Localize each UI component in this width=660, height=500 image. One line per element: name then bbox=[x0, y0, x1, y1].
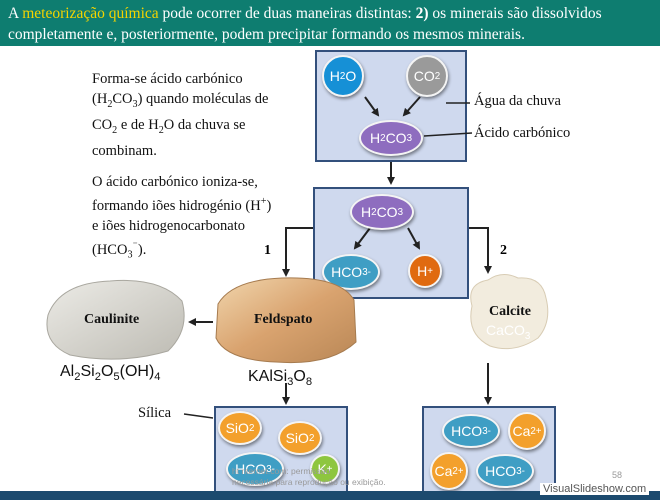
header-number: 2) bbox=[415, 5, 429, 22]
bubble-k-plus: K+ bbox=[310, 454, 340, 484]
arrow-h2co3-to-h bbox=[407, 227, 420, 250]
label-silica: Sílica bbox=[138, 405, 172, 421]
path-number-1: 1 bbox=[264, 243, 271, 258]
header-highlight: meteorização química bbox=[22, 5, 159, 22]
label-caco3: CaCO3 bbox=[486, 322, 531, 342]
label-caulinite: Caulinite bbox=[84, 312, 140, 327]
slide-header: A meteorização química pode ocorrer de d… bbox=[0, 0, 660, 46]
arrow-h2o-to-h2co3 bbox=[364, 96, 380, 117]
para1-line1: Forma-se ácido carbónico bbox=[92, 71, 243, 87]
header-lead: A bbox=[8, 5, 23, 22]
footer-bar bbox=[0, 491, 660, 500]
line-silica-label bbox=[183, 413, 214, 419]
paragraph-ionization: O ácido carbónico ioniza-se, formando iõ… bbox=[92, 172, 271, 266]
paragraph-carbonic-acid-formation: Forma-se ácido carbónico (H2CO3) quando … bbox=[92, 69, 268, 161]
para1-line2: (H2CO3) quando moléculas de bbox=[92, 91, 269, 110]
para2-line3: e iões hidrogenocarbonato bbox=[92, 217, 246, 234]
arrow-path-2 bbox=[469, 227, 492, 274]
label-feldspato: Feldspato bbox=[254, 312, 313, 327]
arrow-h2co3-to-hco3 bbox=[353, 227, 371, 250]
path-number-2: 2 bbox=[500, 243, 507, 258]
feldspato-rock-image bbox=[215, 277, 357, 364]
para2-line4: (HCO3⁻). bbox=[92, 239, 147, 261]
label-acido-carbonico: Ácido carbónico bbox=[474, 125, 571, 141]
para2-line2: formando iões hidrogénio (H+) bbox=[92, 196, 272, 214]
line-acido-label bbox=[423, 132, 473, 137]
para1-line4: combinam. bbox=[92, 142, 157, 159]
calcite-rock-image bbox=[470, 274, 549, 350]
caulinite-rock-image bbox=[46, 279, 185, 360]
arrow-path-1 bbox=[282, 227, 313, 277]
para2-line1: O ácido carbónico ioniza-se, bbox=[92, 174, 258, 190]
header-line1-rest: pode ocorrer de duas maneiras distintas: bbox=[158, 5, 416, 22]
arrow-co2-to-h2co3 bbox=[402, 96, 421, 117]
slide-number: 58 bbox=[612, 470, 623, 480]
para1-line3: CO2 e de H2O da chuva se bbox=[92, 116, 246, 136]
label-agua-da-chuva: Água da chuva bbox=[474, 93, 561, 109]
formula-feldspato: KAlSi3O8 bbox=[248, 368, 313, 389]
label-calcite: Calcite bbox=[489, 304, 531, 319]
bubble-h-plus: H+ bbox=[408, 254, 442, 288]
header-line2: completamente e, posteriormente, podem p… bbox=[8, 26, 525, 43]
brand-watermark: VisualSlideshow.com bbox=[540, 483, 650, 495]
formula-caulinite: Al2Si2O5(OH)4 bbox=[60, 363, 161, 384]
header-line1-end: os minerais são dissolvidos bbox=[428, 5, 602, 22]
watermark-text: ht nternet.com: permissão necessária par… bbox=[232, 466, 386, 487]
